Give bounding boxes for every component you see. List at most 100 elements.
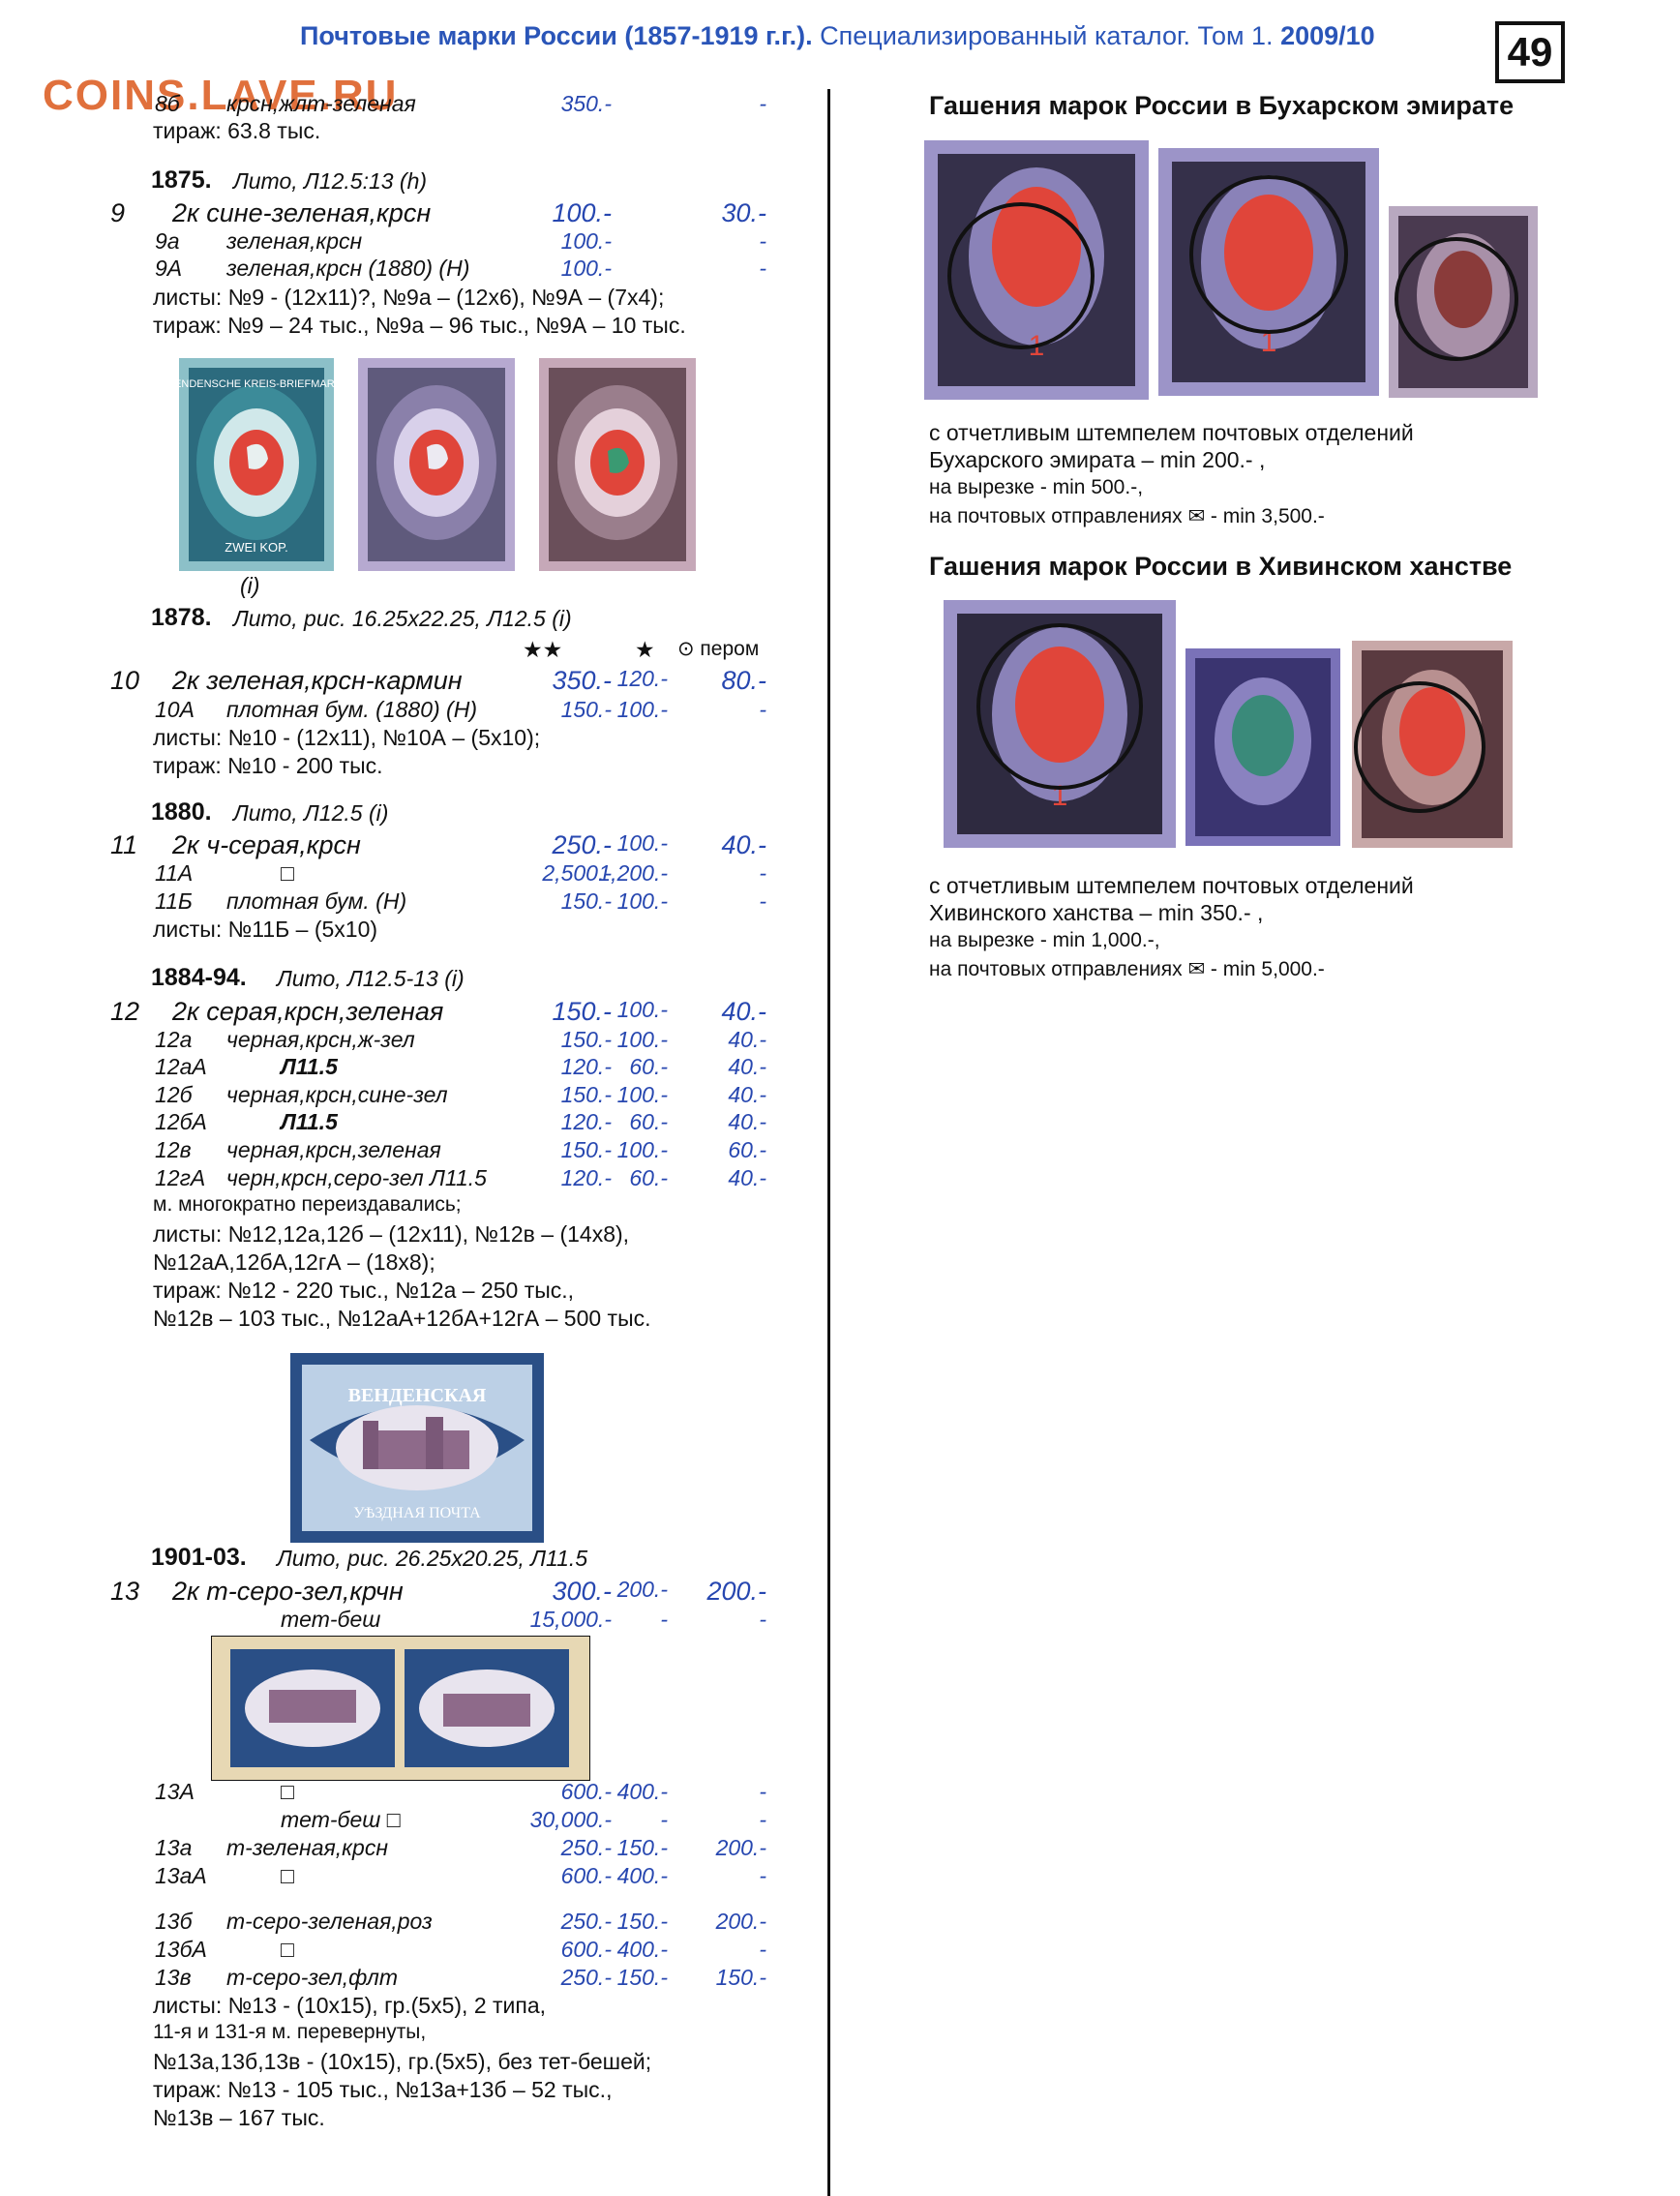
- price-mint: 150.-: [560, 1027, 612, 1052]
- stamp-description: тет-беш: [281, 1607, 381, 1632]
- stamp-value-2: 1: [1261, 326, 1277, 358]
- khiva-stamp-1: 1: [944, 600, 1176, 848]
- khiva-stamp-2: [1185, 648, 1340, 846]
- column-divider: [827, 89, 830, 2196]
- info-line: тираж: 63.8 тыс.: [153, 118, 321, 143]
- stamp-description: плотная бум. (Н): [226, 888, 407, 914]
- stamp-description: □: [281, 860, 294, 886]
- issue-year: 1884-94.: [151, 964, 247, 991]
- price-used: 150.-: [616, 1965, 668, 1990]
- price-mint: 120.-: [560, 1109, 612, 1134]
- info-line: листы: №13 - (10x15), гр.(5x5), 2 типа,: [153, 1993, 547, 2018]
- info-line: листы: №12,12а,12б – (12x11), №12в – (14…: [153, 1221, 630, 1247]
- catalog-number: 13: [110, 1577, 140, 1606]
- price-used: 400.-: [616, 1779, 668, 1804]
- price-mint: 250.-: [560, 1965, 612, 1990]
- catalog-number: 10А: [155, 697, 195, 722]
- bukhara-line-1: с отчетливым штемпелем почтовых отделени…: [929, 420, 1414, 445]
- price-pen: 30.-: [721, 198, 766, 227]
- price-used: 1,200.-: [598, 860, 668, 886]
- stamp-description: 2к ч-серая,крсн: [172, 830, 361, 859]
- price-pen: 200.-: [706, 1577, 766, 1606]
- stamp-description: плотная бум. (1880) (Н): [226, 697, 477, 722]
- price-used: 150.-: [616, 1909, 668, 1934]
- issue-year: 1878.: [151, 604, 212, 631]
- info-line: №13в – 167 тыс.: [153, 2105, 325, 2130]
- stamp-1901-single: ВЕНДЕНСКАЯ УѢЗДНАЯ ПОЧТА: [290, 1353, 544, 1543]
- khiva-line-2: Хивинского ханства – min 350.- ,: [929, 900, 1264, 925]
- issue-info: Лито, рис. 16.25x22.25, Л12.5 (i): [233, 606, 572, 631]
- price-mint: 350.-: [560, 91, 612, 116]
- price-used: 100.-: [616, 1027, 668, 1052]
- info-line: м. многократно переиздавались;: [153, 1193, 462, 1216]
- stamp-description: 2к серая,крсн,зеленая: [172, 997, 444, 1026]
- stamp-wenden-green-red: [539, 358, 696, 571]
- bukhara-stamp-2: 1: [1158, 148, 1379, 396]
- stamp-description: черная,крсн,ж-зел: [226, 1027, 415, 1052]
- catalog-number: 12бА: [155, 1109, 207, 1134]
- issue-info: Лито, рис. 26.25x20.25, Л11.5: [277, 1546, 588, 1571]
- price-pen: 150.-: [715, 1965, 766, 1990]
- issue-info: Лито, Л12.5:13 (h): [233, 168, 428, 194]
- stamp-1901-tete-beche: [211, 1636, 590, 1781]
- catalog-number: 11А: [155, 860, 194, 886]
- khiva-line-4: на почтовых отправлениях ✉ - min 5,000.-: [929, 958, 1325, 980]
- price-used: 400.-: [616, 1863, 668, 1888]
- price-pen: 80.-: [721, 666, 766, 695]
- stamp-description: □: [281, 1779, 294, 1804]
- col-header-unused: ★★: [523, 637, 563, 662]
- price-mint: 2,500.-: [542, 860, 612, 886]
- bukhara-stamp-3: [1389, 206, 1538, 398]
- khiva-title: Гашения марок России в Хивинском ханстве: [929, 552, 1513, 581]
- col-header-pen: ⊙ пером: [677, 638, 760, 660]
- price-mint: 600.-: [560, 1779, 612, 1804]
- info-line: №12в – 103 тыс., №12аА+12бА+12гА – 500 т…: [153, 1306, 651, 1331]
- price-pen: -: [759, 1937, 766, 1962]
- watermark: COINS.LAVE.RU: [43, 72, 399, 119]
- stamp-description: т-серо-зеленая,роз: [226, 1909, 433, 1934]
- catalog-number: 13б: [155, 1909, 193, 1934]
- price-mint: 120.-: [560, 1165, 612, 1190]
- price-used: 120.-: [616, 666, 668, 691]
- bukhara-line-4: на почтовых отправлениях ✉ - min 3,500.-: [929, 505, 1325, 527]
- price-pen: -: [759, 91, 766, 116]
- stamp-value-3: 1: [1052, 780, 1068, 812]
- issue-year: 1880.: [151, 798, 212, 826]
- price-pen: 200.-: [715, 1835, 766, 1860]
- price-mint: 600.-: [560, 1937, 612, 1962]
- stamp-description: зеленая,крсн (1880) (Н): [226, 256, 470, 281]
- price-used: 100.-: [616, 830, 668, 856]
- catalog-number: 13аА: [155, 1863, 207, 1888]
- price-mint: 150.-: [552, 997, 612, 1026]
- bukhara-line-3: на вырезке - min 500.-,: [929, 476, 1144, 498]
- khiva-stamps: 1: [944, 600, 1513, 848]
- price-mint: 150.-: [560, 1082, 612, 1107]
- price-mint: 250.-: [560, 1835, 612, 1860]
- price-mint: 250.-: [560, 1909, 612, 1934]
- stamp-description: 2к зеленая,крсн-кармин: [172, 666, 463, 695]
- price-mint: 350.-: [552, 666, 612, 695]
- price-mint: 150.-: [560, 697, 612, 722]
- catalog-number: 12гА: [155, 1165, 206, 1190]
- info-line: тираж: №12 - 220 тыс., №12а – 250 тыс.,: [153, 1278, 575, 1303]
- header-subtitle: Специализированный каталог. Том 1.: [820, 21, 1274, 50]
- bukhara-title: Гашения марок России в Бухарском эмирате: [929, 91, 1515, 120]
- price-pen: 40.-: [728, 1027, 766, 1052]
- image-caption: (i): [240, 573, 260, 598]
- price-used: 200.-: [616, 1577, 668, 1602]
- header-edition: 2009/10: [1280, 21, 1375, 50]
- catalog-number: 12б: [155, 1082, 193, 1107]
- bukhara-stamp-1: 1: [924, 140, 1149, 400]
- header-years: (1857-1919 г.г.).: [624, 21, 813, 50]
- info-line: листы: №10 - (12x11), №10А – (5x10);: [153, 725, 541, 750]
- price-pen: 40.-: [728, 1082, 766, 1107]
- catalog-number: 9А: [155, 256, 183, 281]
- price-pen: 40.-: [728, 1165, 766, 1190]
- stamp-text-bottom: ZWEI KOP.: [225, 540, 288, 555]
- price-used: -: [660, 1807, 668, 1832]
- price-pen: 60.-: [728, 1137, 766, 1162]
- catalog-number: 13бА: [155, 1937, 207, 1962]
- stamp-description: тет-беш □: [281, 1807, 401, 1832]
- info-line: тираж: №13 - 105 тыс., №13а+13б – 52 тыс…: [153, 2077, 613, 2102]
- price-mint: 150.-: [560, 888, 612, 914]
